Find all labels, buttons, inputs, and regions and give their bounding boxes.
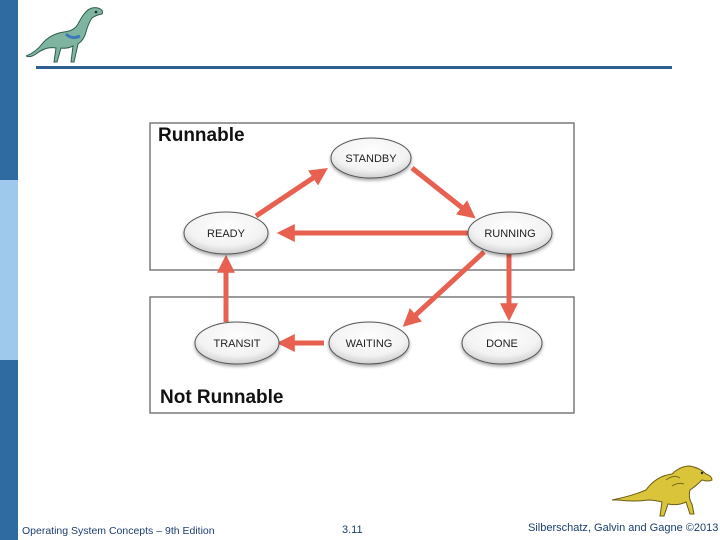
state-transit: TRANSIT [194, 321, 280, 365]
state-running-label: RUNNING [484, 228, 535, 240]
state-standby: STANDBY [330, 137, 412, 179]
state-done-label: DONE [486, 338, 518, 350]
state-running: RUNNING [467, 211, 553, 255]
state-waiting-label: WAITING [346, 338, 393, 350]
header-rule [36, 66, 672, 69]
footer-page-number: 3.11 [342, 524, 363, 536]
state-ready: READY [183, 211, 269, 255]
runnable-group-title: Runnable [158, 125, 245, 146]
arrow-standby-to-running [410, 166, 476, 219]
footer-copyright: Silberschatz, Galvin and Gagne ©2013 [528, 522, 719, 534]
dinosaur-logo-top [26, 7, 103, 63]
state-standby-label: STANDBY [345, 153, 397, 165]
sidebar-accent-middle [0, 180, 18, 360]
state-waiting: WAITING [328, 321, 410, 365]
arrow-ready-to-standby [254, 168, 328, 219]
state-done: DONE [461, 321, 543, 365]
dinosaur-logo-bottom [611, 465, 713, 517]
footer-book-title: Operating System Concepts – 9th Edition [22, 525, 215, 537]
not-runnable-group-title: Not Runnable [160, 387, 284, 408]
arrow-running-to-waiting [402, 250, 486, 327]
state-transit-label: TRANSIT [213, 338, 260, 350]
state-ready-label: READY [207, 228, 246, 240]
sidebar-accent-top [0, 0, 18, 180]
sidebar-accent-bottom [0, 360, 18, 540]
